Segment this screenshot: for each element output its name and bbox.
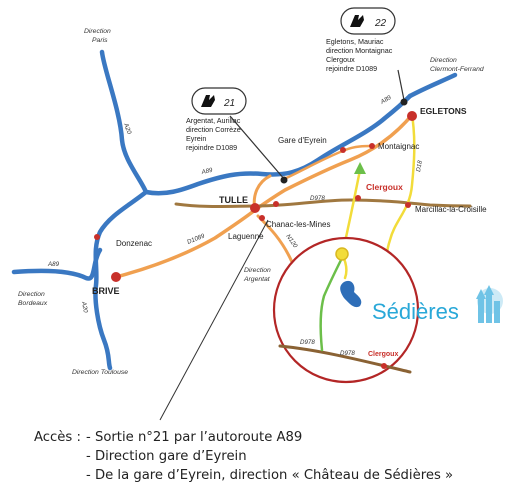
access-spacer — [34, 447, 86, 466]
town-dot-chanac — [273, 201, 279, 207]
direction-paris-2: Paris — [92, 37, 108, 44]
town-dot-laguenne — [259, 215, 265, 221]
town-clergoux-inset: Clergoux — [368, 351, 398, 358]
a89-highway-west — [11, 247, 103, 281]
highway-exit-icon — [350, 15, 364, 27]
road-n120: N120 — [284, 233, 299, 250]
town-dot-gare — [340, 147, 346, 153]
access-spacer — [34, 466, 86, 485]
d1089-road — [114, 113, 414, 279]
access-item: - Direction gare d’Eyrein — [86, 449, 247, 464]
town-clergoux: Clergoux — [366, 182, 403, 192]
clergoux-inset-dot — [381, 363, 387, 369]
sedieres-marker — [335, 247, 349, 261]
road-d978-inset-a: D978 — [300, 339, 315, 346]
exit-21-line: Eyrein — [186, 134, 206, 143]
exit-22-pointer — [397, 69, 405, 101]
inset-callout-line — [159, 219, 269, 421]
town-dot-tulle — [250, 203, 260, 213]
direction-clermont-1: Direction — [430, 57, 457, 64]
direction-argentat-2: Argentat — [243, 276, 271, 283]
exit-21-badge: 21 — [191, 87, 247, 115]
road-d18: D18 — [415, 159, 424, 172]
town-dot-montaignac — [369, 143, 375, 149]
direction-bordeaux-1: Direction — [18, 291, 45, 298]
town-marcillac: Marcillac-la-Croisille — [415, 205, 487, 214]
exit-21-pointer — [229, 115, 286, 181]
exit-22-badge: 22 — [340, 7, 396, 35]
road-a89-east: A89 — [379, 94, 393, 106]
town-egletons: EGLETONS — [420, 106, 467, 116]
a89-highway — [143, 93, 413, 196]
access-row: - Direction gare d’Eyrein — [34, 447, 514, 466]
access-row: Accès : - Sortie n°21 par l’autoroute A8… — [34, 428, 514, 447]
town-dot-clergoux — [355, 195, 361, 201]
exit-22-line: Clergoux — [326, 55, 355, 64]
town-montaignac: Montaignac — [378, 142, 419, 151]
town-dot-brive — [111, 272, 121, 282]
access-item: - Sortie n°21 par l’autoroute A89 — [86, 430, 303, 445]
inset-d978-road — [278, 344, 412, 374]
exit-22-line: Egletons, Mauriac — [326, 37, 384, 46]
exit-22-note: Egletons, Mauriac direction Montaignac C… — [326, 37, 393, 73]
highway-exit-icon — [201, 95, 215, 107]
town-laguenne: Laguenne — [228, 232, 264, 241]
town-gare: Gare d'Eyrein — [278, 136, 327, 145]
a89-highway-east — [407, 72, 458, 99]
exit-21-number: 21 — [223, 98, 235, 109]
town-brive: BRIVE — [92, 286, 120, 296]
road-a89-mid: A89 — [200, 167, 214, 176]
road-a89-west: A89 — [47, 261, 60, 268]
direction-argentat-1: Direction — [244, 267, 271, 274]
town-donzenac: Donzenac — [116, 239, 152, 248]
town-dot-marcillac — [405, 202, 411, 208]
access-item: - De la gare d’Eyrein, direction « Châte… — [86, 468, 454, 483]
direction-toulouse: Direction Toulouse — [72, 369, 128, 376]
town-dot-donzenac — [94, 234, 100, 240]
direction-bordeaux-2: Bordeaux — [18, 300, 48, 307]
direction-clermont-2: Clermont-Ferrand — [430, 66, 484, 73]
d978-road — [174, 198, 472, 208]
sedieres-inset-circle — [272, 236, 420, 384]
sedieres-logo: Sédières — [372, 285, 503, 324]
sedieres-logo-text: Sédières — [372, 299, 459, 324]
town-dot-egletons — [407, 111, 417, 121]
access-row: - De la gare d’Eyrein, direction « Châte… — [34, 466, 514, 485]
road-a20-north: A20 — [122, 121, 133, 135]
exit-22-line: direction Montaignac — [326, 46, 393, 55]
road-d978: D978 — [310, 195, 325, 202]
castle-icon — [476, 285, 503, 323]
interchange-21-dot — [280, 176, 288, 184]
inset-green-route — [319, 256, 344, 352]
lake-icon — [340, 280, 362, 308]
exit-21-line: Argentat, Aurillac — [186, 116, 241, 125]
route-arrow-icon — [354, 162, 366, 174]
road-a20-south: A20 — [80, 300, 89, 314]
exit-21-line: rejoindre D1089 — [186, 143, 237, 152]
interchange-22-dot — [400, 98, 408, 106]
a20-highway — [93, 49, 149, 371]
exit-21-line: direction Corrèze — [186, 125, 241, 134]
exit-22-number: 22 — [374, 18, 387, 29]
exit-22-line: rejoindre D1089 — [326, 64, 377, 73]
town-chanac: Chanac-les-Mines — [266, 220, 330, 229]
direction-paris-1: Direction — [84, 28, 111, 35]
access-label: Accès : — [34, 430, 81, 445]
exit-21-note: Argentat, Aurillac direction Corrèze Eyr… — [186, 116, 241, 152]
town-tulle: TULLE — [219, 195, 248, 205]
access-instructions: Accès : - Sortie n°21 par l’autoroute A8… — [34, 428, 514, 485]
road-d978-inset-b: D978 — [340, 350, 355, 357]
